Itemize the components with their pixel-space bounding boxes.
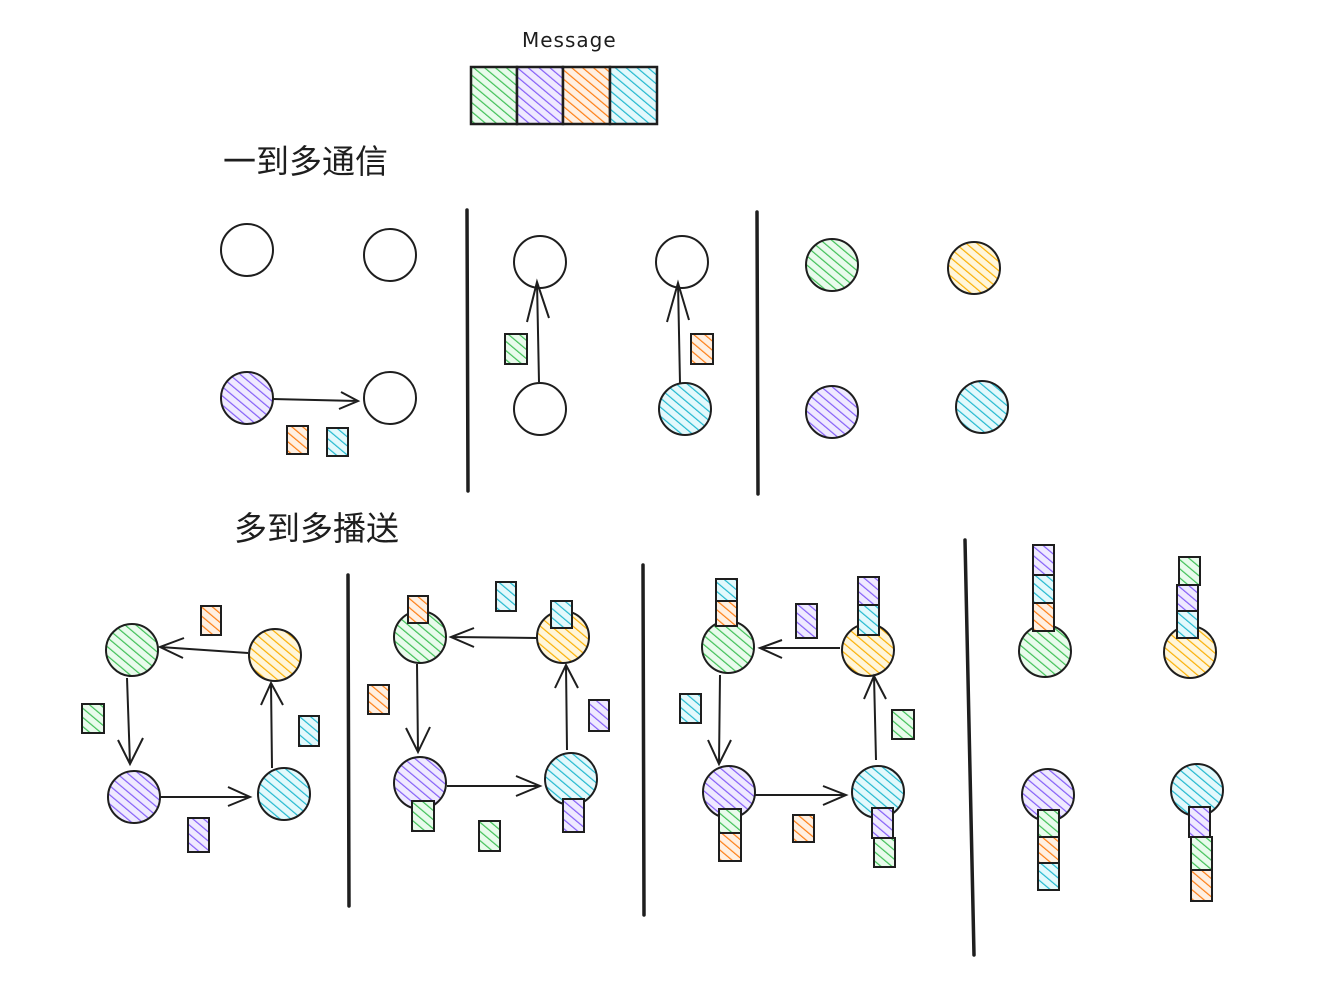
many-to-many-step-2 xyxy=(367,581,610,852)
arrow xyxy=(863,673,887,761)
message-block-purple xyxy=(795,603,818,639)
message-block-orange xyxy=(367,684,390,715)
divider-line xyxy=(963,538,976,957)
many-to-many-step-4 xyxy=(1018,544,1224,902)
arrow xyxy=(271,391,361,410)
message-block-orange xyxy=(792,814,815,843)
message-label: Message xyxy=(522,28,617,52)
message-block-orange xyxy=(200,605,222,636)
node-empty xyxy=(513,382,567,436)
arrow xyxy=(707,674,732,767)
message-block-orange xyxy=(1037,836,1060,864)
message-block-green xyxy=(478,820,501,852)
message-block-strip xyxy=(469,65,659,126)
section-title-many-to-many: 多到多播送 xyxy=(234,509,399,548)
message-block-teal xyxy=(298,715,320,747)
divider-line xyxy=(346,573,351,908)
section-title-one-to-many: 一到多通信 xyxy=(223,142,388,181)
arrow xyxy=(755,785,849,806)
node-purple xyxy=(805,385,859,439)
node-green xyxy=(805,238,859,292)
message-block-green xyxy=(718,808,742,834)
node-empty xyxy=(513,235,567,289)
node-purple xyxy=(107,770,161,824)
message-block-purple xyxy=(1032,544,1055,576)
many-to-many-step-3 xyxy=(679,576,915,868)
node-empty xyxy=(363,371,417,425)
arrow xyxy=(405,663,431,755)
message-block-green xyxy=(1178,556,1201,586)
arrow xyxy=(526,278,550,383)
arrow xyxy=(260,680,284,769)
arrow xyxy=(447,775,543,797)
node-empty xyxy=(655,235,709,289)
message-block-purple xyxy=(1188,806,1211,838)
arrow xyxy=(666,279,690,384)
node-purple xyxy=(220,371,274,425)
message-block-purple xyxy=(1176,584,1199,612)
one-to-many-step-3 xyxy=(805,238,1009,439)
message-block-teal xyxy=(679,693,702,724)
divider-line xyxy=(755,210,760,496)
message-part-purple xyxy=(515,65,565,126)
node-green xyxy=(1018,624,1072,678)
arrow xyxy=(554,662,579,751)
message-block-green xyxy=(411,800,435,832)
message-block-green xyxy=(1190,836,1213,871)
message-block-teal xyxy=(495,581,517,612)
node-green xyxy=(105,623,159,677)
arrow xyxy=(448,627,538,648)
node-yellow xyxy=(947,241,1001,295)
node-teal xyxy=(257,767,311,821)
message-block-orange xyxy=(1190,869,1213,902)
message-block-purple xyxy=(187,817,210,853)
message-block-orange xyxy=(286,425,309,455)
message-block-orange xyxy=(715,600,738,627)
message-block-orange xyxy=(407,595,429,624)
message-part-teal xyxy=(608,65,659,126)
message-block-green xyxy=(873,837,896,868)
message-block-teal xyxy=(550,600,573,629)
message-block-orange xyxy=(1032,602,1055,632)
message-block-purple xyxy=(857,576,880,606)
node-empty xyxy=(220,223,274,277)
arrow xyxy=(157,637,249,659)
message-block-green xyxy=(1037,809,1060,838)
message-block-green xyxy=(891,709,915,740)
node-teal xyxy=(955,380,1009,434)
message-block-teal xyxy=(857,604,880,636)
message-block-teal xyxy=(1032,574,1055,604)
divider-line xyxy=(641,563,646,917)
message-block-teal xyxy=(1176,610,1199,639)
message-block-green xyxy=(504,333,528,365)
message-block-green xyxy=(81,703,105,734)
arrow xyxy=(160,786,253,807)
node-empty xyxy=(363,228,417,282)
node-green xyxy=(701,620,755,674)
one-to-many-step-2 xyxy=(504,235,714,436)
message-block-purple xyxy=(562,798,585,833)
panel-dividers xyxy=(346,208,976,957)
message-part-orange xyxy=(561,65,612,126)
node-teal xyxy=(658,382,712,436)
message-block-orange xyxy=(718,832,742,862)
message-block-teal xyxy=(1037,862,1060,891)
message-block-teal xyxy=(715,578,738,602)
message-block-purple xyxy=(871,807,894,839)
divider-line xyxy=(465,208,470,493)
message-block-orange xyxy=(690,333,714,365)
node-teal xyxy=(544,752,598,806)
many-to-many-step-1 xyxy=(81,605,320,853)
message-part-green xyxy=(469,65,519,126)
message-block-purple xyxy=(588,699,610,732)
arrow xyxy=(117,677,144,767)
arrow xyxy=(757,639,840,659)
one-to-many-step-1 xyxy=(220,223,417,457)
message-block-teal xyxy=(326,427,349,457)
node-yellow xyxy=(248,628,302,682)
